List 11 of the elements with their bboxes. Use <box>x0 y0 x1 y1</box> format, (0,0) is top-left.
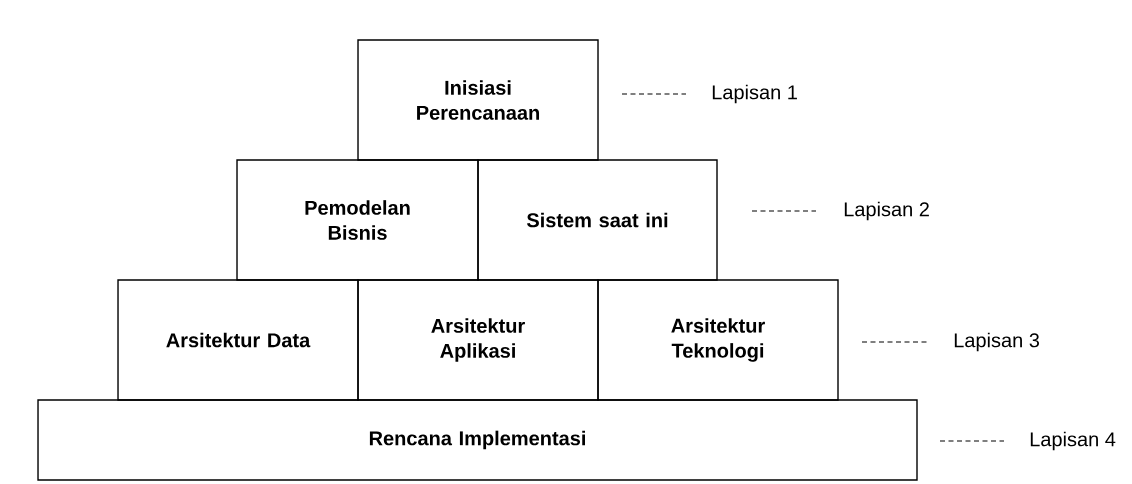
layer-box: Rencana Implementasi <box>37 399 918 481</box>
layer-box: Sistem saat ini <box>477 159 718 281</box>
layer-box: Pemodelan Bisnis <box>236 159 479 281</box>
layer-box: Inisiasi Perencanaan <box>357 39 599 161</box>
layer-label: Lapisan 2 <box>844 201 929 221</box>
layer-label: Lapisan 1 <box>712 84 797 104</box>
layer-box: Arsitektur Teknologi <box>597 279 839 401</box>
layer-label: Lapisan 3 <box>954 332 1039 352</box>
layer-label: Lapisan 4 <box>1030 431 1116 451</box>
layer-box: Arsitektur Data <box>117 279 359 401</box>
layer-box: Arsitektur Aplikasi <box>357 279 599 401</box>
